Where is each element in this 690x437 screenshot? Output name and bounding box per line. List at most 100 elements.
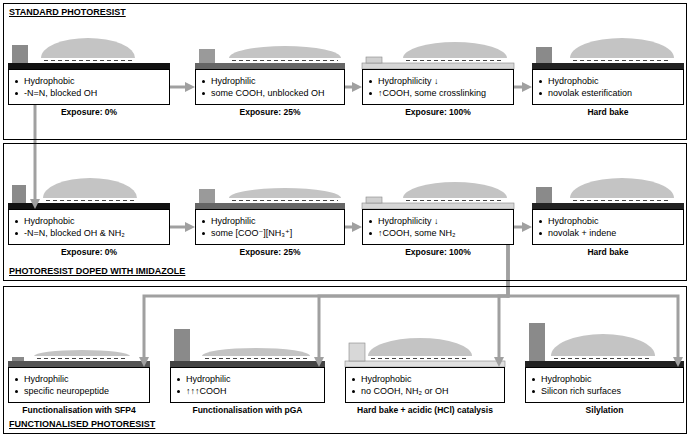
stage-figure [8,178,170,209]
bullet-row: Hydrophobic [538,215,677,227]
stage-figure [532,178,684,209]
droplet [403,182,507,198]
bullet-row: -N=N, blocked OH [14,87,163,99]
droplet [551,334,655,356]
stage-box: Hydrophilic↑↑↑COOHFunctionalisation with… [170,367,325,403]
bullet-dot [369,80,372,83]
surface-dashes [406,60,504,61]
process-arrow [508,245,678,363]
process-arrow [514,86,528,89]
surface-dashes [371,358,469,359]
resist-block [349,343,365,361]
stage-box: Hydrophobic-N=N, blocked OHExposure: 0% [8,69,170,105]
resist-block [12,357,24,361]
bullet-dot [532,390,535,393]
bullet-row: ↑↑↑COOH [176,385,318,397]
bullet-row: ↑COOH, some crosslinking [368,87,507,99]
bullet-text: Hydrophobic [24,76,75,86]
droplet [41,38,135,58]
bullet-dot [202,80,205,83]
bullet-text: Hydrophobic [548,76,599,86]
stage-caption: Hard bake + acidic (HCl) catalysis [357,405,493,416]
stage-caption: Exposure: 0% [61,107,117,118]
process-arrow [319,245,508,363]
surface-dashes [37,358,127,359]
bullet-dot [15,390,18,393]
bullet-text: novolak + indene [548,228,616,238]
bullet-row: some COOH, unblocked OH [201,87,338,99]
resist-block [12,45,28,63]
panel-band: PHOTORESIST DOPED WITH IMIDAZOLE Hydropho… [3,143,687,281]
bullet-text: novolak esterification [548,88,632,98]
bullet-dot [15,378,18,381]
bullet-dot [539,92,542,95]
bullet-text: Hydrophilicity ↓ [378,76,439,86]
bullet-dot [177,390,180,393]
bullet-row: Hydrophilicity ↓ [368,215,507,227]
bullet-text: Silicon rich surfaces [541,386,621,396]
bullet-row: no COOH, NH₂ or OH [351,385,498,397]
bullet-dot [539,220,542,223]
bullet-text: ↑COOH, some crosslinking [378,88,486,98]
bullet-dot [369,92,372,95]
panel-band: FUNCTIONALISED PHOTORESISTHydrophilicspe… [3,286,687,434]
bullet-text: Hydrophobic [361,374,412,384]
stage-figure [362,42,514,69]
stage-caption: Silylation [586,405,624,416]
surface-dashes [44,60,132,61]
bullet-dot [202,92,205,95]
bullet-text: ↑COOH, some NH₂ [378,228,456,238]
stage-box: Hydrophilicity ↓ ↑COOH, some crosslinking… [362,69,514,105]
stage-box: Hydrophobicnovolak + indeneHard bake [532,209,684,245]
bullet-dot [15,232,18,235]
bullet-text: -N=N, blocked OH [24,88,97,98]
bullet-text: Hydrophobic [548,216,599,226]
bullet-dot [15,80,18,83]
resist-block [366,57,382,63]
process-arrow [170,86,191,89]
droplet [570,38,674,58]
bullet-row: Hydrophilic [201,75,338,87]
stage-caption: Functionalisation with pGA [192,405,302,416]
bullet-row: Hydrophilic [14,373,143,385]
surface-dashes [205,358,307,359]
bullet-row: Silicon rich surfaces [531,385,677,397]
stage-caption: Functionalisation with SFP4 [22,405,135,416]
droplet [43,178,137,198]
surface-dashes [406,200,504,201]
resist-block [366,197,382,203]
stage-box: Hydrophobicnovolak esterificationHard ba… [532,69,684,105]
resist-block [529,323,545,361]
bullet-dot [177,378,180,381]
stage-figure [8,38,170,69]
bullet-text: Hydrophilic [186,374,231,384]
stage-caption: Hard bake [587,247,628,258]
stage-figure [8,350,150,367]
resist-block [12,185,26,203]
bullet-row: Hydrophobic [531,373,677,385]
bullet-row: Hydrophilic [176,373,318,385]
bullet-text: ↑↑↑COOH [186,386,227,396]
bullet-row: Hydrophilic [201,215,338,227]
bullet-row: some [COO⁻][NH₃⁺] [201,227,338,239]
stage-figure [195,188,345,209]
droplet [229,188,341,198]
bullet-row: Hydrophobic [538,75,677,87]
panel-title: PHOTORESIST DOPED WITH IMIDAZOLE [9,266,185,277]
resist-block [199,49,215,63]
bullet-row: novolak esterification [538,87,677,99]
stage-figure [345,338,505,367]
process-arrow [170,226,191,229]
stage-caption: Exposure: 100% [405,107,471,118]
stage-box: Hydrophilicity ↓↑COOH, some NH₂Exposure:… [362,209,514,245]
bullet-dot [539,80,542,83]
bullet-dot [202,220,205,223]
bullet-dot [539,232,542,235]
process-arrow [345,226,358,229]
droplet [570,178,674,198]
droplet [34,350,130,356]
surface-dashes [46,200,134,201]
stage-figure [195,46,345,69]
stage-caption: Exposure: 25% [240,107,301,118]
